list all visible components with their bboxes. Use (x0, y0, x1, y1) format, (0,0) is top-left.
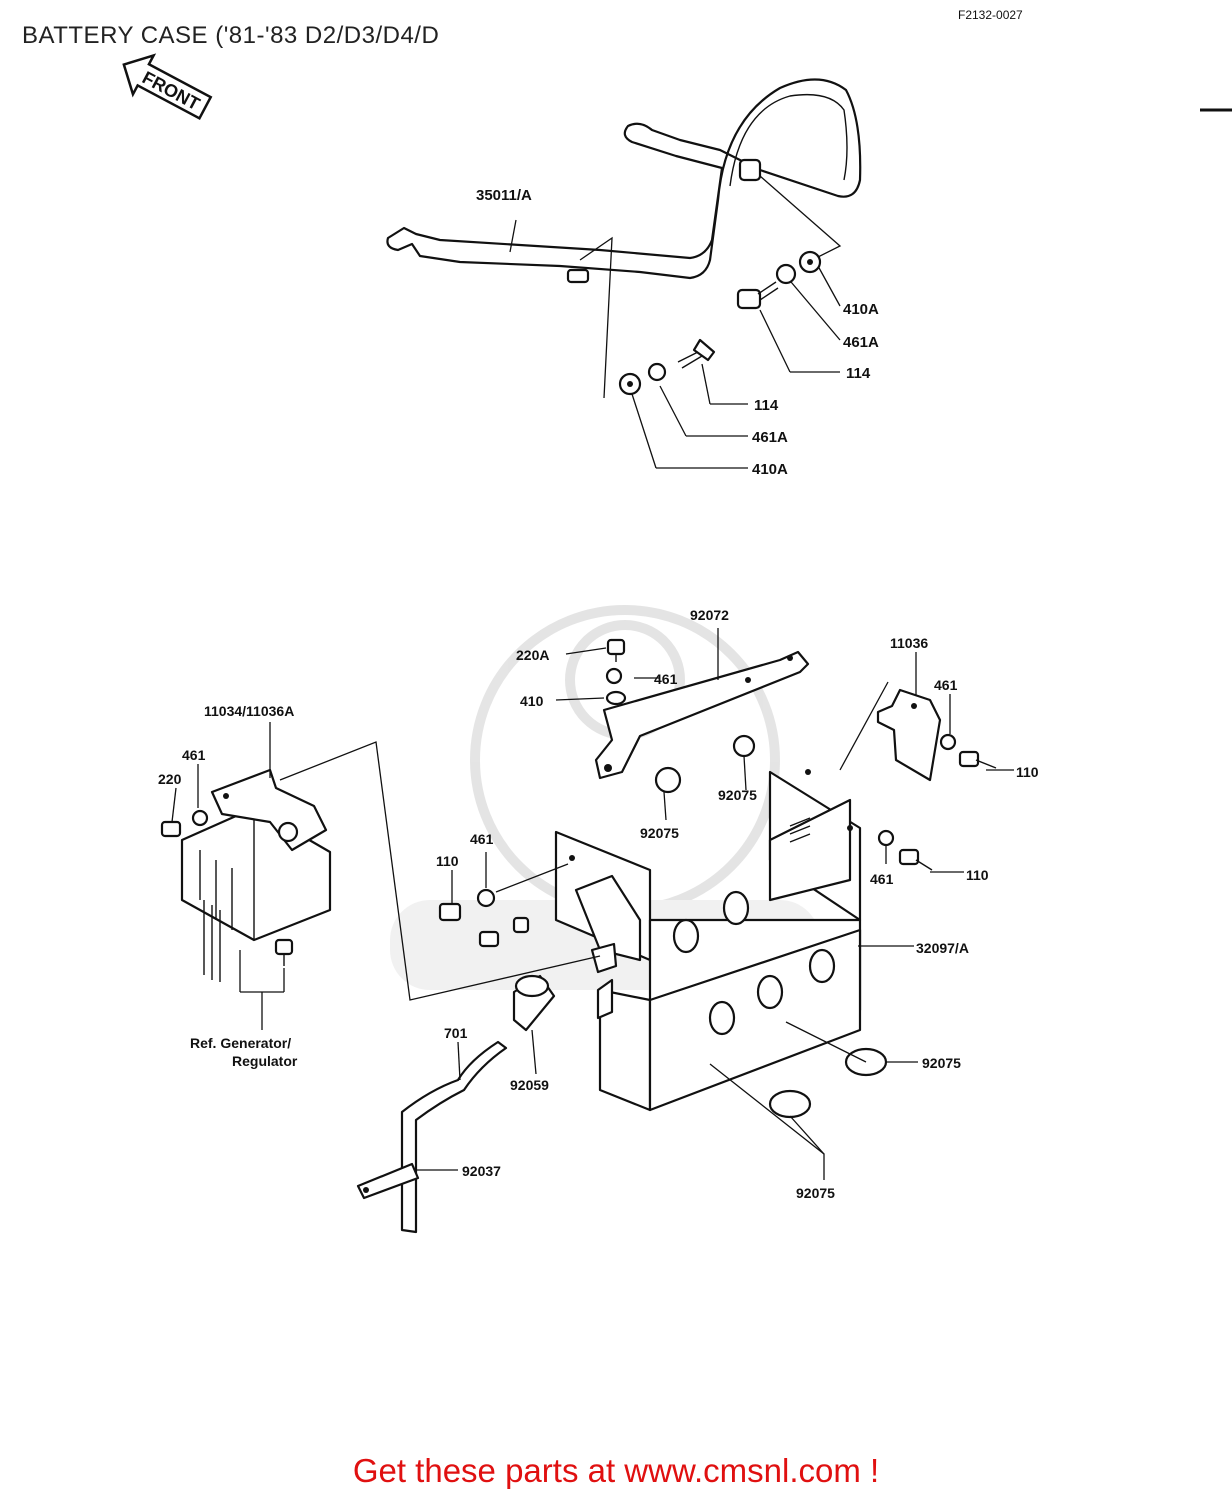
label-110-lower-right: 110 (966, 867, 989, 883)
label-32097A: 32097/A (916, 940, 969, 956)
label-92075-bottom: 92075 (796, 1185, 835, 1201)
front-arrow-icon: FRONT (122, 53, 213, 121)
battery-case-32097 (554, 769, 862, 1112)
page-title: BATTERY CASE ('81-'83 D2/D3/D4/D (22, 22, 440, 49)
label-461A-lower: 461A (752, 429, 788, 446)
label-410A-lower: 410A (752, 461, 788, 478)
fasteners-mid (605, 638, 756, 794)
footer-link[interactable]: Get these parts at www.cmsnl.com ! (352, 1452, 880, 1489)
label-461A-upper: 461A (843, 334, 879, 351)
label-92075-center: 92075 (718, 787, 757, 803)
fasteners-top (618, 250, 822, 396)
regulator-11034 (160, 768, 332, 982)
label-461-regulator: 461 (182, 747, 206, 763)
label-ref-generator: Ref. Generator/ (190, 1035, 291, 1051)
label-461-top: 461 (654, 671, 678, 687)
label-461-case: 461 (470, 831, 494, 847)
bracket-11036 (876, 688, 942, 782)
label-92075-left: 92075 (640, 825, 679, 841)
label-461-lower-right: 461 (870, 871, 894, 887)
label-220A: 220A (516, 647, 549, 663)
label-92037: 92037 (462, 1163, 501, 1179)
label-92072: 92072 (690, 607, 729, 623)
label-92059: 92059 (510, 1077, 549, 1093)
caps-92075 (768, 1047, 888, 1119)
label-410: 410 (520, 693, 544, 709)
label-114-upper: 114 (846, 365, 871, 382)
label-92075-right: 92075 (922, 1055, 961, 1071)
bracket-92072 (594, 650, 810, 780)
battery-holder-bar-35011 (386, 78, 862, 284)
label-114-lower: 114 (754, 397, 779, 414)
label-11036: 11036 (890, 635, 928, 651)
leader-lines-bottom (171, 628, 1014, 1180)
hose-assembly (356, 974, 556, 1234)
label-701: 701 (444, 1025, 468, 1041)
label-11034-11036A: 11034/11036A (204, 703, 294, 719)
leader-lines-top (509, 175, 842, 469)
diagram-code: F2132-0027 (958, 8, 1023, 22)
label-110-case: 110 (436, 853, 459, 869)
label-110-right: 110 (1016, 764, 1039, 780)
label-220: 220 (158, 771, 182, 787)
label-ref-regulator: Regulator (232, 1053, 298, 1069)
label-35011A: 35011/A (476, 187, 532, 204)
label-410A-upper: 410A (843, 301, 879, 318)
fasteners-right (438, 733, 997, 974)
label-461-right: 461 (934, 677, 958, 693)
